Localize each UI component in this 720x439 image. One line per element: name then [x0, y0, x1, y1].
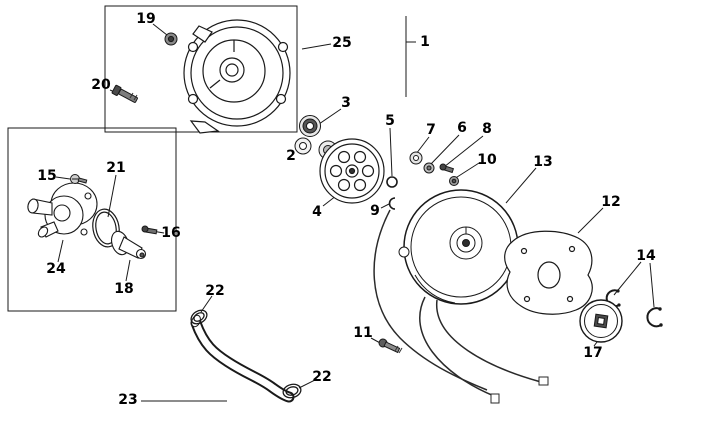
- callout-22-a: 22: [205, 283, 225, 299]
- callout-4: 4: [312, 204, 322, 220]
- callout-13: 13: [533, 154, 553, 170]
- part-bolt-16: [141, 225, 158, 235]
- part-bolt-20: [111, 84, 138, 103]
- callout-11: 11: [353, 325, 373, 341]
- part-crankcase-cover: [183, 19, 291, 134]
- part-nut-10: [449, 176, 459, 186]
- callout-19: 19: [136, 11, 156, 27]
- pump-group-box: [7, 127, 177, 312]
- part-screw-15: [70, 174, 88, 184]
- callout-10: 10: [477, 152, 497, 168]
- part-drive-plate-4: [319, 138, 385, 204]
- callout-25: 25: [332, 35, 352, 51]
- part-washer-7: [409, 151, 423, 165]
- callout-1: 1: [420, 34, 430, 50]
- part-clamp-22a: [190, 309, 208, 325]
- callout-8: 8: [482, 121, 492, 137]
- callout-15: 15: [37, 168, 57, 184]
- callout-20: 20: [91, 77, 111, 93]
- callout-18: 18: [114, 281, 134, 297]
- part-nut-19: [164, 32, 178, 46]
- part-impeller-18: [110, 230, 147, 260]
- part-cap-17: [579, 299, 623, 343]
- part-washer-2: [294, 137, 312, 155]
- callout-22-b: 22: [312, 369, 332, 385]
- part-flywheel-13: [398, 189, 519, 305]
- part-nut-6: [423, 162, 435, 174]
- callout-23: 23: [118, 392, 138, 408]
- part-stator-plate-12: [504, 230, 593, 315]
- callout-14: 14: [636, 248, 656, 264]
- callout-16: 16: [161, 225, 181, 241]
- part-hose-23: [190, 314, 295, 403]
- part-washer-5: [386, 176, 398, 188]
- callout-24: 24: [46, 261, 66, 277]
- part-circlip-14b: [646, 307, 663, 328]
- part-bolt-11: [378, 338, 403, 354]
- callout-21: 21: [106, 160, 126, 176]
- callout-6: 6: [457, 120, 467, 136]
- wiring-harness: [373, 209, 549, 404]
- callout-17: 17: [583, 345, 603, 361]
- callout-3: 3: [341, 95, 351, 111]
- part-clamp-22b: [282, 383, 302, 399]
- leader-lines: [55, 16, 655, 402]
- part-o-ring-21: [92, 208, 120, 248]
- part-bolt-8: [439, 163, 455, 174]
- part-clip-9: [388, 197, 396, 210]
- callout-7: 7: [426, 122, 436, 138]
- callout-5: 5: [385, 113, 395, 129]
- callout-9: 9: [370, 203, 380, 219]
- part-water-pump: [27, 182, 98, 238]
- callout-12: 12: [601, 194, 621, 210]
- callout-2: 2: [286, 148, 296, 164]
- part-bearing-3: [299, 115, 321, 137]
